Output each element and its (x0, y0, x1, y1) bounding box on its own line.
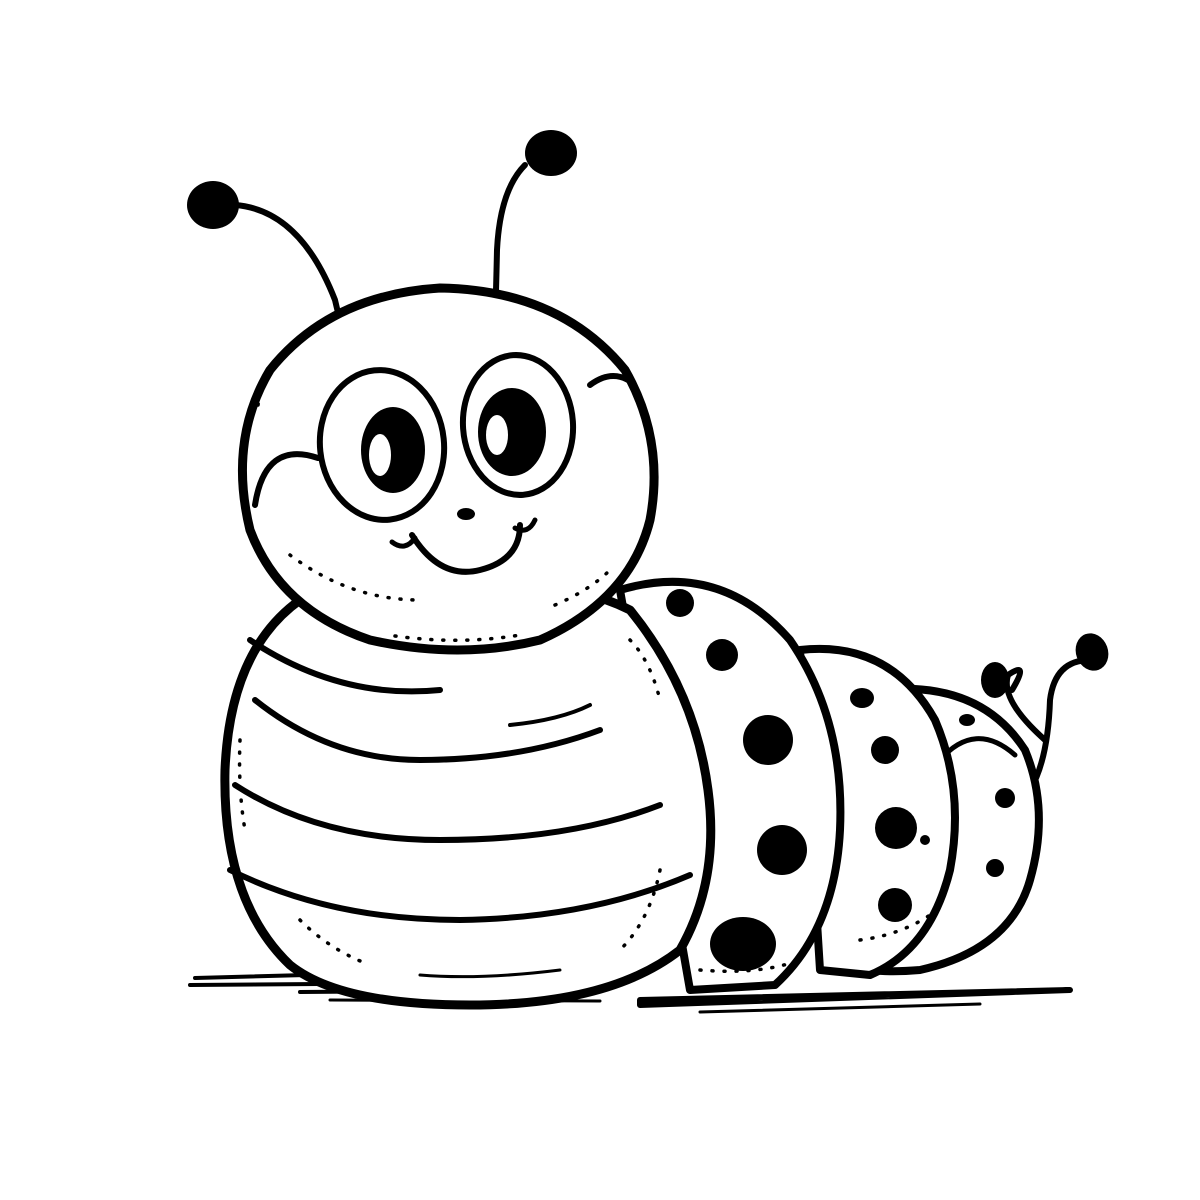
eye-left (316, 367, 448, 523)
tail-antenna-tip-left (981, 662, 1009, 698)
body-segment-3 (796, 644, 959, 979)
smile (409, 522, 523, 575)
head-antennae (187, 130, 577, 355)
body-segment-front (220, 581, 716, 1010)
antenna-tip-right (525, 130, 577, 176)
eye-right (459, 352, 577, 498)
nose (457, 508, 475, 520)
tail-antenna-tip-right (1075, 633, 1109, 671)
caterpillar-head (237, 283, 659, 655)
antenna-tip-left (187, 181, 239, 229)
tail-antennae (981, 633, 1109, 793)
